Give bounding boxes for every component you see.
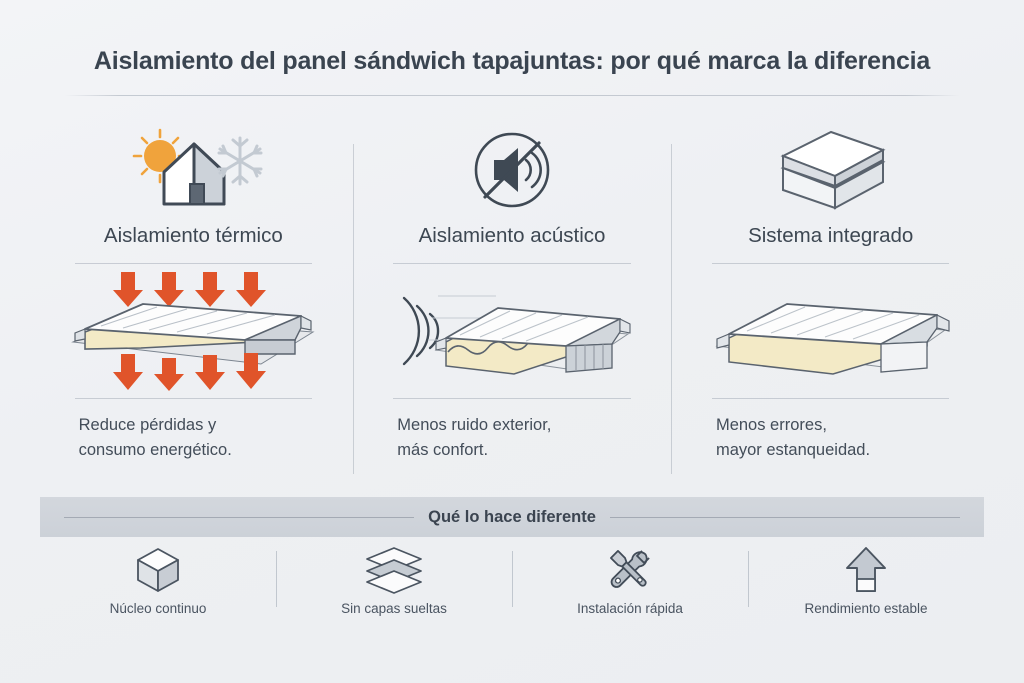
sandwich-panel-soundwaves-illustration [371, 268, 654, 396]
column-heading-rule [74, 263, 313, 264]
banner-rule-right [609, 516, 961, 518]
column-integrated: Sistema integrado [671, 118, 990, 480]
muted-speaker-icon [466, 122, 558, 218]
feature-instalacion-rapida: Instalación rápida [512, 543, 748, 629]
column-heading-rule [393, 263, 631, 264]
sandwich-panel-plain-illustration [689, 268, 972, 396]
feature-nucleo-continuo: Núcleo continuo [40, 543, 276, 629]
differentiator-banner: Qué lo hace diferente [40, 497, 984, 537]
tools-icon [603, 545, 657, 595]
sandwich-panel-heat-arrows-illustration [52, 268, 335, 396]
feature-label: Sin capas sueltas [341, 601, 447, 616]
layered-box-icon [763, 122, 899, 218]
column-caption-rule [74, 398, 313, 399]
feature-label: Rendimiento estable [804, 601, 928, 616]
cube-icon [135, 545, 181, 595]
column-caption-thermal: Reduce pérdidas y consumo energético. [78, 416, 232, 460]
feature-columns: Aislamiento térmico [34, 118, 990, 480]
page-title: Aislamiento del panel sándwich tapajunta… [93, 47, 931, 75]
column-acoustic: Aislamiento acústico [352, 118, 672, 480]
feature-rendimiento-estable: Rendimiento estable [748, 543, 984, 629]
feature-strip: Núcleo continuo Sin capas sueltas [40, 543, 984, 629]
layers-icon [363, 545, 425, 595]
feature-label: Núcleo continuo [109, 601, 207, 616]
column-heading-integrated: Sistema integrado [748, 224, 914, 247]
column-caption-rule [393, 398, 631, 399]
column-heading-acoustic: Aislamiento acústico [418, 224, 606, 247]
feature-label: Instalación rápida [577, 601, 683, 616]
banner-title: Qué lo hace diferente [428, 507, 596, 526]
column-thermal: Aislamiento térmico [34, 118, 353, 480]
banner-rule-left [64, 516, 415, 518]
title-divider [64, 95, 960, 96]
title-block: Aislamiento del panel sándwich tapajunta… [0, 46, 1024, 96]
column-caption-acoustic: Menos ruido exterior, más confort. [397, 416, 552, 460]
up-arrow-icon [844, 545, 888, 595]
feature-sin-capas-sueltas: Sin capas sueltas [276, 543, 512, 629]
column-heading-rule [711, 263, 950, 264]
column-caption-integrated: Menos errores, mayor estanqueidad. [715, 416, 871, 460]
column-caption-rule [711, 398, 950, 399]
column-heading-thermal: Aislamiento térmico [103, 224, 283, 247]
house-sun-snowflake-icon [120, 122, 266, 218]
